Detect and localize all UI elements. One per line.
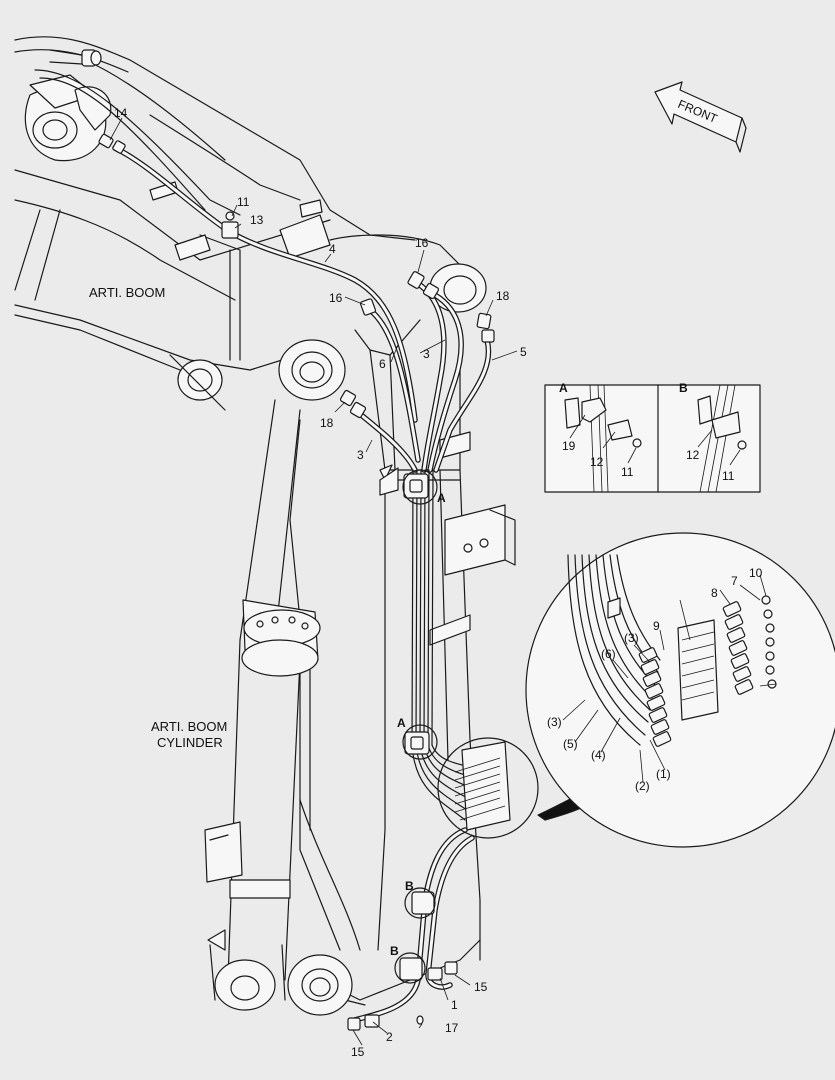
detail-callout-2: (2) [635,779,650,793]
callout-18-left: 18 [320,416,334,430]
detail-callout-9: 9 [653,619,660,633]
marker-a-upper: A [437,491,446,505]
marker-b-lower: B [390,944,399,958]
callout-15-left: 15 [351,1045,365,1059]
small-detail-circle [394,469,539,984]
view-a-title: A [559,381,568,395]
callout-15-right: 15 [474,980,488,994]
callout-16: 16 [329,291,343,305]
leader-lines [109,117,767,1046]
detail-callout-1: (1) [656,767,671,781]
callout-1: 1 [451,998,458,1012]
detail-callout-4: (4) [591,748,606,762]
view-a-callout-19: 19 [562,439,576,453]
detail-callout-5: (5) [563,737,578,751]
view-b-callout-11: 11 [722,469,735,483]
arti-boom-cylinder-label-line2: CYLINDER [157,735,223,750]
callout-13: 13 [250,213,264,227]
large-detail-circle [525,532,835,848]
detail-callout-10: 10 [749,566,763,580]
fittings [98,133,511,1031]
arti-boom-cylinder-label-line1: ARTI. BOOM [151,719,227,734]
arti-boom [14,36,416,411]
view-a-callout-12: 12 [590,455,604,469]
callout-14: 14 [114,106,128,120]
detail-callout-3-top: (3) [624,631,639,645]
view-a-callout-11: 11 [621,465,634,479]
callout-4: 4 [329,242,336,256]
arti-boom-label: ARTI. BOOM [89,285,165,300]
callout-11: 11 [237,195,250,209]
view-b-title: B [679,381,688,395]
callout-2: 2 [386,1030,393,1044]
marker-b-upper: B [405,879,414,893]
marker-a-lower: A [397,716,406,730]
front-arrow: FRONT [654,81,747,153]
text-labels: ARTI. BOOM ARTI. BOOM CYLINDER 14 11 13 … [89,106,763,1059]
detail-callout-3-left: (3) [547,715,562,729]
view-b-callout-12: 12 [686,448,700,462]
detail-callout-8: 8 [711,586,718,600]
callout-3-upper: 3 [423,347,430,361]
detail-callout-7: 7 [731,574,738,588]
callout-3-lower: 3 [357,448,364,462]
detail-callout-6: (6) [601,647,616,661]
callout-16-top: 16 [415,236,429,250]
callout-18-right: 18 [496,289,510,303]
arti-boom-cylinder [204,399,321,1011]
callout-6: 6 [379,357,386,371]
callout-5: 5 [520,345,527,359]
callout-17: 17 [445,1021,459,1035]
detail-views-box [544,384,761,493]
